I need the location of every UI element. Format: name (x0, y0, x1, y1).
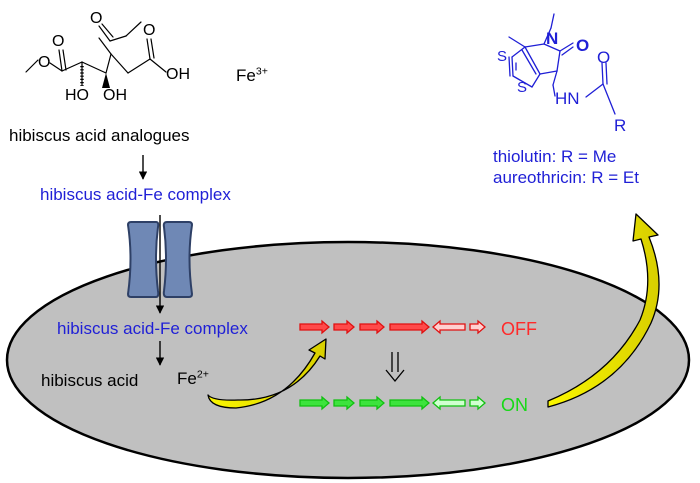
transporter (126, 221, 194, 298)
label-hibiscus-acid: hibiscus acid (41, 371, 139, 390)
molecule-thiolutin (508, 13, 616, 115)
atom-n-ring: N (546, 29, 559, 48)
atom-s-top: S (497, 48, 508, 65)
atom-o-amide: O (597, 48, 611, 67)
curved-arrow-genes-to-product (547, 213, 660, 408)
gene-cluster-on (299, 395, 486, 411)
atom-o-lactam: O (576, 36, 590, 55)
atom-r: R (614, 116, 627, 135)
label-fe3: Fe3+ (236, 65, 268, 85)
label-off: OFF (501, 319, 537, 339)
atom-o-ester-left: O (38, 54, 51, 71)
label-ho: HO (65, 87, 89, 104)
curved-arrow-fe-to-genes (207, 338, 327, 409)
label-complex-inside: hibiscus acid-Fe complex (57, 319, 248, 338)
wedge-bond (102, 73, 110, 88)
atom-s-bottom: S (517, 79, 528, 96)
caption-thiolutin: thiolutin: R = Me (493, 147, 617, 166)
fe3-base: Fe (236, 66, 256, 85)
fe3-charge: 3+ (255, 65, 268, 78)
fe2-base: Fe (177, 369, 197, 388)
caption-aureothricin: aureothricin: R = Et (493, 168, 639, 187)
atom-o-carbonyl-top: O (90, 10, 103, 27)
label-oh-center: OH (103, 87, 127, 104)
fe2-charge: 2+ (196, 368, 209, 381)
atom-o-carbonyl-right: O (143, 22, 156, 39)
atom-o-carbonyl-left: O (52, 33, 65, 50)
label-hn: HN (555, 89, 580, 108)
cell (5, 240, 691, 480)
label-oh-right: OH (166, 66, 190, 83)
label-fe2: Fe2+ (177, 368, 209, 388)
caption-hibiscus-analogues: hibiscus acid analogues (9, 126, 190, 145)
molecule-hibiscus-analogue (25, 21, 167, 86)
label-complex-outside: hibiscus acid-Fe complex (40, 185, 231, 204)
gene-cluster-off (299, 319, 486, 335)
label-on: ON (501, 395, 528, 415)
switch-arrow (385, 352, 405, 383)
